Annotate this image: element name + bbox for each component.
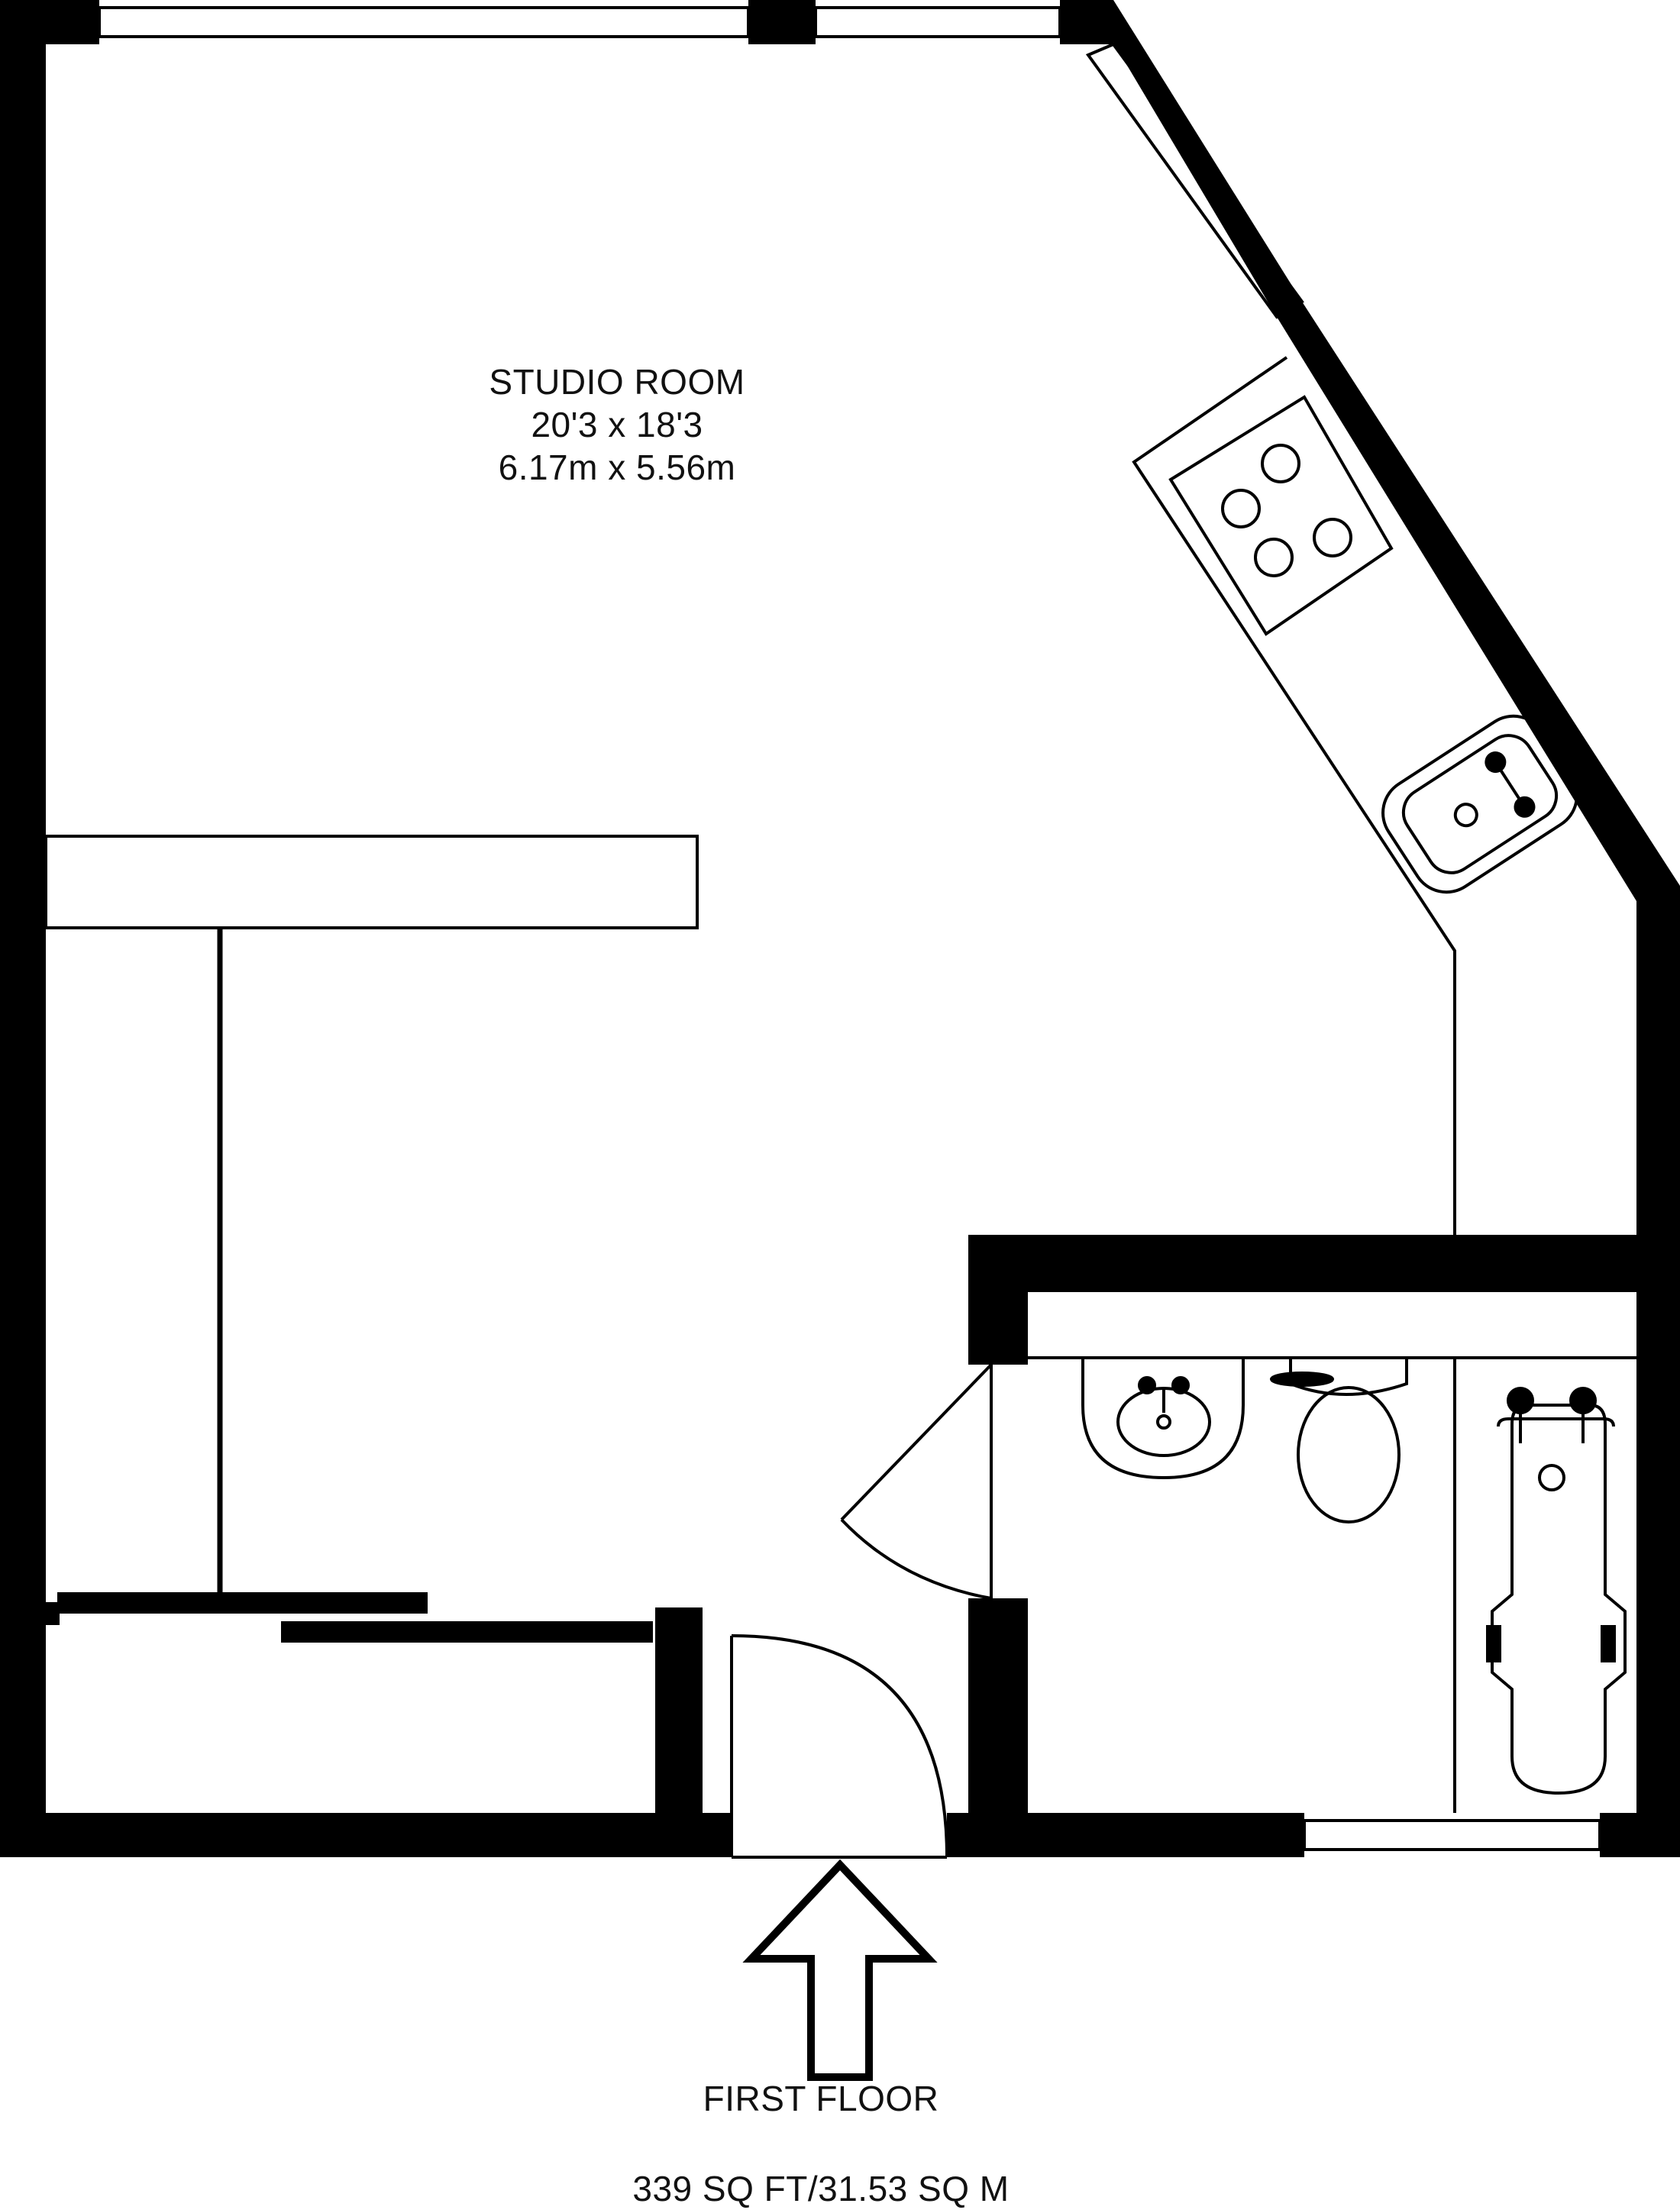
toilet [1270,1358,1408,1523]
wall-left [0,0,46,1857]
sink-spout [1499,769,1521,800]
kitchen-sink [1381,714,1578,894]
bathroom-fixtures [1028,1356,1636,1813]
hob-ring [1261,444,1300,483]
bath-tap [1569,1387,1597,1414]
wall-diagonal-lower [1277,302,1680,901]
wall-diagonal-upper [1088,0,1302,317]
kitchen [1132,356,1578,1235]
window-bathroom [1303,1819,1601,1851]
hob-outline [1168,395,1394,636]
windows [98,6,1601,1851]
wardrobe-door [281,1621,653,1643]
wall-bathroom-top [968,1235,1636,1292]
wardrobe-end [46,1602,60,1625]
window-diagonal [1085,42,1304,319]
entrance-door [730,1634,948,1859]
bathtub-outline [1491,1404,1627,1795]
room-size-imperial: 20'3 x 18'3 [531,405,703,444]
exterior-walls [0,0,1680,1857]
bathroom-door [840,1363,993,1600]
window-top-right [814,6,1061,38]
room-name: STUDIO ROOM [489,362,745,402]
wall-bottom-left [0,1813,732,1857]
sink-drain [1453,803,1478,828]
hob [1168,395,1394,636]
wall-top-mid [748,0,816,44]
floor-area: 339 SQ FT/31.53 SQ M [632,2169,1010,2208]
room-label-studio: STUDIO ROOM 20'3 x 18'3 6.17m x 5.56m [350,360,884,489]
sink-basin [1401,734,1559,874]
bathtub [1486,1387,1627,1795]
toilet-flush [1270,1372,1334,1387]
wall-bathroom-left-upper [968,1235,1028,1365]
toilet-bowl [1297,1386,1401,1523]
wall-top-left [0,0,99,44]
wall-bottom-right-b [1600,1813,1680,1857]
bathroom-door-leaf [840,1363,993,1521]
sink-tap [1485,751,1507,774]
wardrobe [44,835,699,1643]
hob-ring [1254,538,1294,577]
wardrobe-shelf [44,835,699,929]
kitchen-counter [1132,356,1456,1235]
sink-tap [1514,796,1536,818]
bathtub-inner [1497,1417,1615,1427]
bath-tap [1507,1387,1534,1414]
floor-name: FIRST FLOOR [703,2079,939,2118]
wash-basin [1081,1358,1245,1480]
basin-bowl [1116,1387,1211,1457]
basin-tap [1138,1376,1156,1394]
entrance-door-swing [731,1634,948,1858]
wall-bathroom-left-lower [968,1598,1028,1827]
basin-drain [1156,1414,1171,1430]
bathroom-door-swing [840,1518,992,1600]
wardrobe-door [57,1592,428,1614]
wall-entrance-stub [655,1607,703,1829]
bath-handle [1486,1625,1501,1662]
basin-outline [1081,1358,1245,1480]
wall-right [1636,886,1680,1857]
sink-outer [1381,714,1578,894]
hob-ring [1221,489,1261,528]
basin-tap [1171,1376,1190,1394]
bath-drain [1538,1464,1565,1491]
hob-ring [1313,518,1352,557]
window-top-left [98,6,750,38]
entrance-arrow [742,1859,938,2081]
room-size-metric: 6.17m x 5.56m [498,447,736,487]
bath-handle [1601,1625,1616,1662]
